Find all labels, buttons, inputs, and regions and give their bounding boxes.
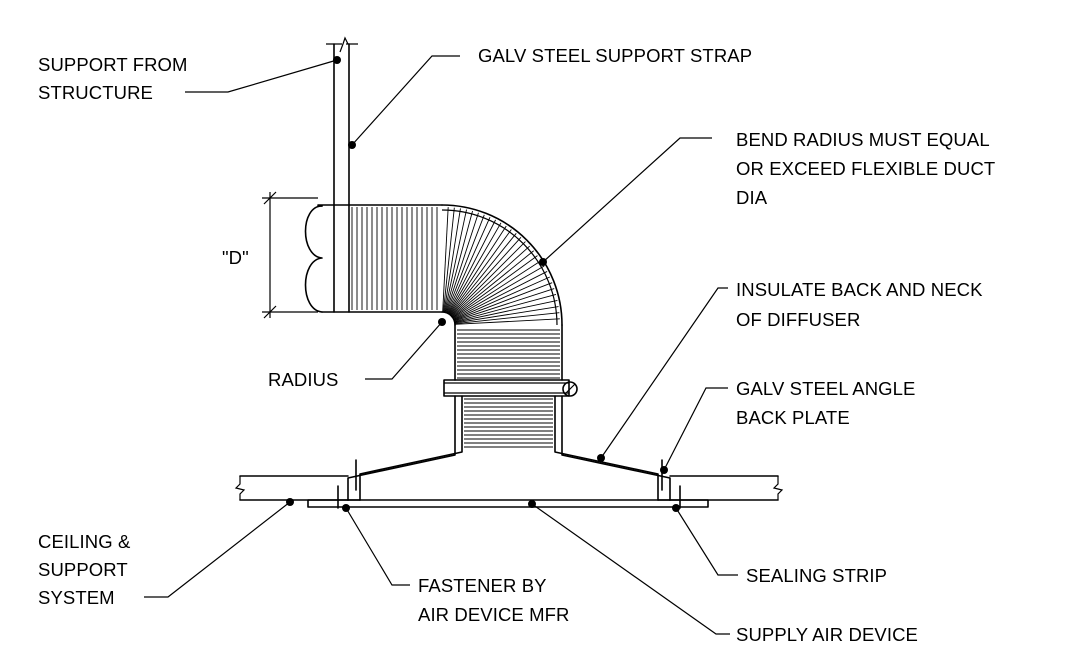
label-radius: RADIUS	[268, 369, 339, 390]
duct-rib	[450, 237, 522, 316]
duct-elbow-ribs	[442, 207, 560, 325]
label-galv-steel-support-strap: GALV STEEL SUPPORT STRAP	[478, 45, 752, 66]
label-support-from-structure-2: STRUCTURE	[38, 82, 153, 103]
label-d-dimension: "D"	[222, 247, 249, 268]
label-bend-radius-2: OR EXCEED FLEXIBLE DUCT	[736, 158, 995, 179]
label-supply-air-device: SUPPLY AIR DEVICE	[736, 624, 918, 645]
duct-rib	[454, 294, 557, 323]
duct-rib	[453, 271, 548, 320]
label-insulate-back-1: INSULATE BACK AND NECK	[736, 279, 983, 300]
label-ceiling-support-3: SYSTEM	[38, 587, 115, 608]
duct-rib	[451, 245, 530, 317]
label-galv-steel-angle-2: BACK PLATE	[736, 407, 850, 428]
duct-rib	[442, 207, 449, 313]
duct-rib	[454, 288, 555, 322]
label-insulate-back-2: OF DIFFUSER	[736, 309, 860, 330]
duct-rib	[448, 222, 502, 314]
label-fastener-1: FASTENER BY	[418, 575, 547, 596]
duct-rib	[449, 233, 517, 316]
duct-rib	[453, 276, 550, 321]
supply-air-device	[307, 499, 709, 508]
duct-rib	[450, 241, 526, 317]
duct-rib	[445, 212, 479, 313]
duct-rib	[443, 208, 461, 313]
flexible-duct	[304, 204, 563, 448]
label-fastener-2: AIR DEVICE MFR	[418, 604, 569, 625]
label-support-from-structure-1: SUPPORT FROM	[38, 54, 188, 75]
duct-straight-ribs	[351, 207, 438, 310]
duct-rib	[448, 225, 507, 315]
label-bend-radius-3: DIA	[736, 187, 768, 208]
duct-lower-ribs	[457, 329, 560, 448]
label-galv-steel-angle-1: GALV STEEL ANGLE	[736, 378, 915, 399]
duct-rib	[446, 217, 491, 314]
duct-rib	[454, 306, 559, 324]
duct-rib	[454, 318, 560, 325]
label-sealing-strip: SEALING STRIP	[746, 565, 887, 586]
labels: SUPPORT FROM STRUCTURE GALV STEEL SUPPOR…	[38, 45, 995, 645]
duct-rib	[442, 207, 455, 313]
duct-rib	[449, 229, 512, 315]
duct-rib	[454, 312, 560, 325]
duct-rib	[444, 210, 473, 313]
duct-rib	[452, 260, 542, 319]
duct-rib	[454, 300, 558, 323]
duct-rib	[453, 265, 545, 319]
duct-rib	[452, 255, 538, 318]
duct-rib	[446, 214, 485, 314]
duct-rib	[453, 282, 553, 321]
label-bend-radius-1: BEND RADIUS MUST EQUAL	[736, 129, 990, 150]
dimension-d	[262, 191, 318, 319]
support-strap	[326, 36, 358, 313]
duct-clamp	[443, 379, 578, 397]
duct-rib	[447, 219, 496, 314]
label-ceiling-support-2: SUPPORT	[38, 559, 128, 580]
duct-rib	[444, 209, 467, 313]
label-ceiling-support-1: CEILING &	[38, 531, 131, 552]
duct-rib	[451, 250, 534, 318]
leader-lines	[144, 55, 738, 635]
diffuser-body	[347, 395, 671, 501]
